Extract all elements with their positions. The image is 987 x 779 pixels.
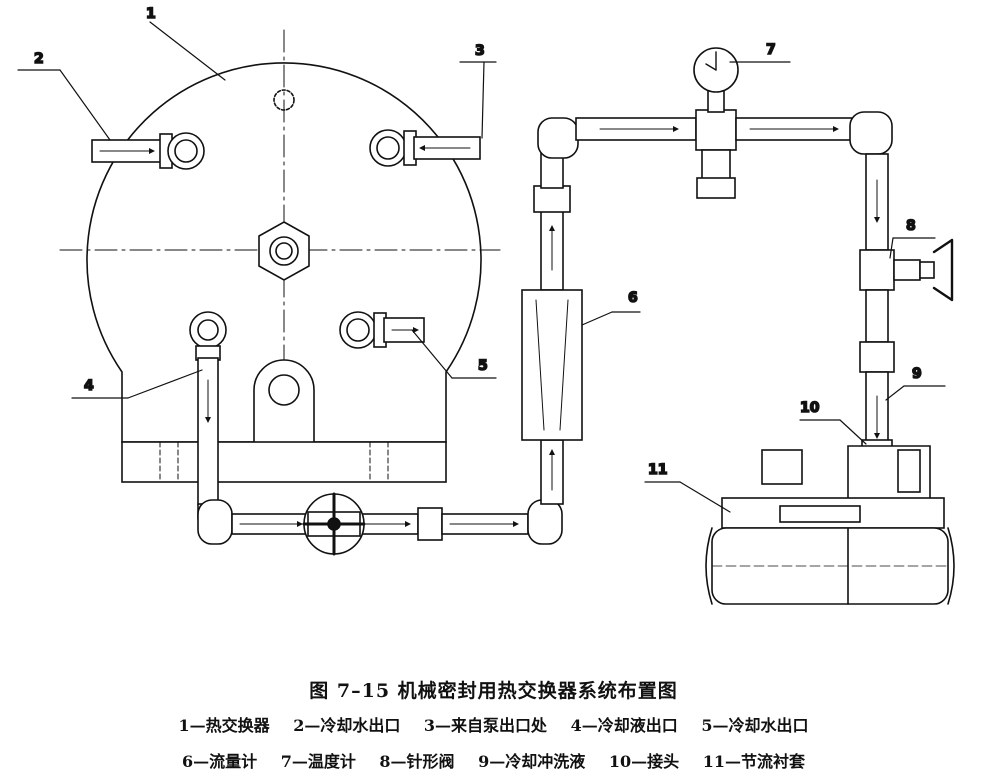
legend-line-2: 6—流量计 7—温度计 8—针形阀 9—冷却冲洗液 10—接头 11—节流衬套: [0, 748, 987, 772]
bottom-valve: [302, 492, 366, 556]
pump-outlet-inlet: [369, 129, 481, 167]
callout-3: 3: [475, 43, 485, 59]
callout-10: 10: [800, 400, 820, 416]
leader-lines: [17, 21, 946, 513]
legend-item-8: 8—针形阀: [379, 752, 455, 771]
seal-assembly: [705, 445, 955, 605]
callout-6: 6: [628, 290, 638, 306]
base-plate: [121, 441, 447, 483]
bottom-return-pipe: [197, 499, 563, 545]
bottom-saddle-bracket: [253, 359, 315, 443]
legend-line-1: 1—热交换器 2—冷却水出口 3—来自泵出口处 4—冷却液出口 5—冷却水出口: [0, 712, 987, 736]
top-lifting-lug: [273, 89, 295, 111]
callout-1: 1: [146, 6, 156, 22]
top-horizontal-pipe: [575, 109, 893, 199]
callout-11: 11: [648, 462, 667, 478]
cooling-liquid-outlet-pipe: [189, 311, 227, 505]
legend-item-10: 10—接头: [608, 752, 680, 771]
callout-2: 2: [34, 51, 44, 67]
legend-item-4: 4—冷却液出口: [570, 716, 678, 735]
legend-item-5: 5—冷却水出口: [701, 716, 809, 735]
thermometer: [693, 47, 739, 113]
needle-valve: [893, 238, 954, 302]
center-hex-nut: [258, 221, 310, 281]
legend-item-1: 1—热交换器: [178, 716, 270, 735]
flowmeter-riser-pipe: [533, 117, 579, 505]
callout-4: 4: [84, 378, 94, 394]
legend-item-9: 9—冷却冲洗液: [478, 752, 586, 771]
flowmeter: [521, 289, 583, 441]
legend-item-2: 2—冷却水出口: [293, 716, 401, 735]
legend-item-6: 6—流量计: [181, 752, 258, 771]
callout-7: 7: [766, 42, 776, 58]
figure-caption: 图 7–15 机械密封用热交换器系统布置图: [309, 680, 678, 702]
callout-9: 9: [912, 366, 922, 382]
callout-8: 8: [906, 218, 916, 234]
callout-5: 5: [478, 358, 488, 374]
cooling-water-outlet-left: [91, 132, 205, 170]
legend-item-3: 3—来自泵出口处: [423, 716, 548, 735]
cooling-water-outlet-right: [339, 311, 425, 349]
legend-item-11: 11—节流衬套: [702, 752, 805, 771]
legend-item-7: 7—温度计: [280, 752, 356, 771]
heat-exchanger: [59, 29, 501, 483]
flush-down-pipe: [859, 153, 895, 491]
